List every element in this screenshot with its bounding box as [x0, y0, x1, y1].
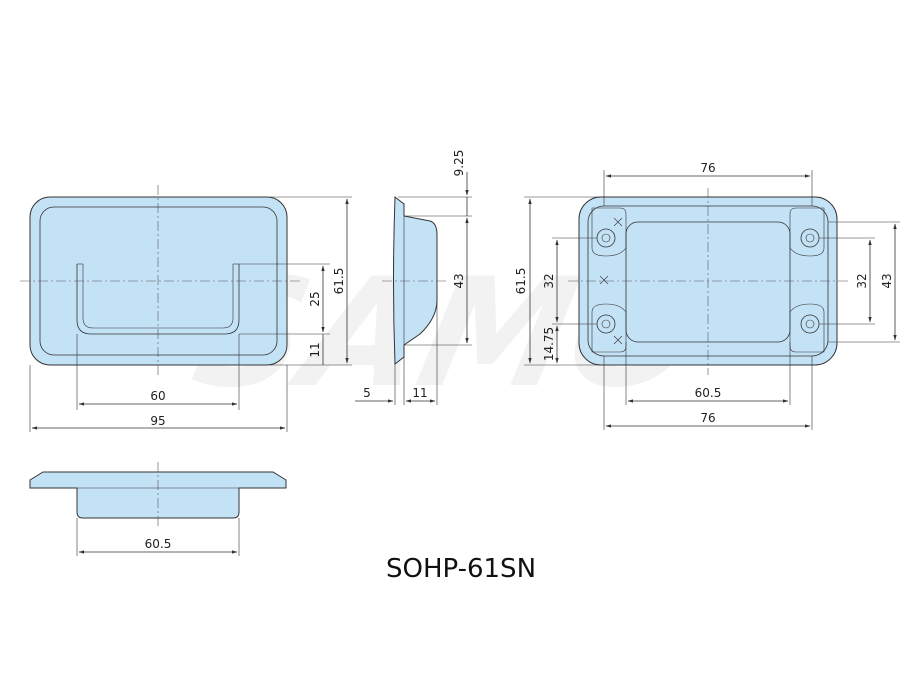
dim-back-inner-height: 43: [880, 273, 894, 288]
dim-front-height: 61.5: [332, 268, 346, 295]
dim-side-height: 43: [452, 273, 466, 288]
front-view: [20, 185, 352, 432]
dim-front-handle-width: 60: [150, 389, 165, 403]
dim-front-width-total: 95: [150, 414, 165, 428]
side-view: [355, 172, 472, 405]
dim-bottom-width: 60.5: [145, 537, 172, 551]
dim-back-hole-pitch-y-left: 32: [542, 273, 556, 288]
dim-back-hole-pitch-x: 60.5: [695, 386, 722, 400]
dim-side-depth: 11: [412, 386, 427, 400]
dim-side-top: 9.25: [452, 150, 466, 177]
model-title: SOHP-61SN: [386, 554, 536, 584]
dim-front-handle-height: 25: [308, 291, 322, 306]
dim-front-offset: 11: [308, 342, 322, 357]
dim-back-height: 61.5: [514, 268, 528, 295]
dim-back-top-width: 76: [700, 161, 715, 175]
dim-back-bottom-width: 76: [700, 411, 715, 425]
back-view: [524, 170, 900, 430]
dim-side-flange: 5: [363, 386, 371, 400]
dim-back-hole-pitch-y-right: 32: [855, 273, 869, 288]
bottom-view: [29, 462, 287, 556]
dim-back-hole-offset: 14.75: [542, 327, 556, 361]
